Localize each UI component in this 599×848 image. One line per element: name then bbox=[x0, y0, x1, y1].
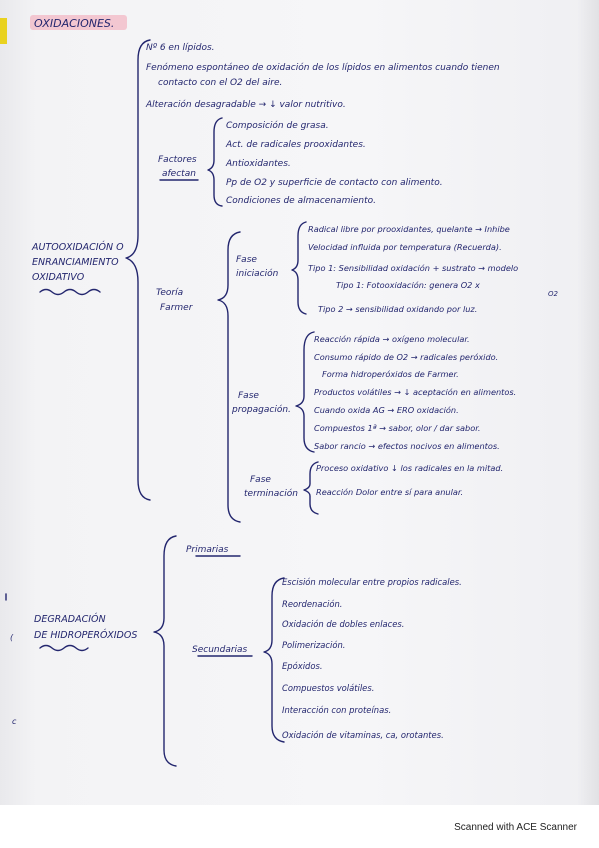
bullet-1: Nº 6 en lípidos. bbox=[146, 43, 215, 53]
section2-label-line1: DEGRADACIÓN bbox=[34, 613, 106, 625]
phase2-brace bbox=[295, 331, 315, 453]
section2-label-line2: DE HIDROPERÓXIDOS bbox=[34, 629, 137, 641]
section1-label-line2: ENRANCIAMIENTO bbox=[32, 257, 119, 268]
secundarias-label: Secundarias bbox=[192, 645, 248, 655]
factor-item-5: Condiciones de almacenamiento. bbox=[226, 196, 376, 206]
phase1-item-4: Tipo 1: Fotooxidación: genera O2 x bbox=[336, 280, 480, 290]
page-title: OXIDACIONES. bbox=[34, 17, 114, 30]
title-highlight bbox=[30, 15, 127, 30]
phase1-label-line2: iniciación bbox=[236, 268, 279, 279]
bullet-3: Alteración desagradable → ↓ valor nutrit… bbox=[145, 99, 346, 110]
secundarias-item-6: Compuestos volátiles. bbox=[282, 683, 374, 693]
secundarias-item-3: Oxidación de dobles enlaces. bbox=[282, 619, 404, 629]
phase1-item-5: Tipo 2 → sensibilidad oxidando por luz. bbox=[318, 304, 477, 314]
theory-label-line2: Farmer bbox=[160, 303, 194, 313]
factor-item-3: Antioxidantes. bbox=[225, 159, 291, 169]
handwritten-notes: OXIDACIONES. AUTOOXIDACIÓN O ENRANCIAMIE… bbox=[0, 15, 559, 767]
phase2-item-3: Forma hidroperóxidos de Farmer. bbox=[322, 369, 459, 379]
factors-label-line1: Factores bbox=[158, 155, 197, 165]
secundarias-brace bbox=[263, 577, 285, 743]
phase1-item-3: Tipo 1: Sensibilidad oxidación + sustrat… bbox=[308, 263, 518, 273]
phase1-brace bbox=[291, 221, 307, 315]
scanned-page bbox=[0, 0, 599, 805]
section1-label-line3: OXIDATIVO bbox=[32, 272, 85, 283]
secundarias-item-2: Reordenación. bbox=[282, 599, 342, 609]
phase3-item-2: Reacción Dolor entre sí para anular. bbox=[316, 487, 463, 497]
theory-brace bbox=[217, 231, 241, 523]
scanner-watermark: Scanned with ACE Scanner bbox=[454, 822, 577, 833]
theory-label-line1: Teoría bbox=[156, 288, 183, 298]
yellow-tab bbox=[0, 18, 7, 44]
phase2-item-6: Compuestos 1ª → sabor, olor / dar sabor. bbox=[314, 423, 480, 433]
phase1-label-line1: Fase bbox=[236, 255, 257, 265]
factor-item-1: Composición de grasa. bbox=[226, 120, 329, 131]
factors-label-line2: afectan bbox=[162, 169, 196, 179]
phase1-mark: O2 bbox=[548, 290, 559, 298]
secundarias-item-4: Polimerización. bbox=[282, 640, 345, 650]
phase3-item-1: Proceso oxidativo ↓ los radicales en la … bbox=[316, 463, 503, 473]
margin-mark-3: c bbox=[12, 717, 17, 726]
phase3-brace bbox=[303, 461, 319, 515]
secundarias-item-7: Interacción con proteínas. bbox=[282, 705, 391, 715]
bullet-2-cont: contacto con el O2 del aire. bbox=[158, 78, 282, 88]
phase3-label-line1: Fase bbox=[250, 475, 271, 485]
section1-underline bbox=[39, 288, 101, 296]
phase2-item-4: Productos volátiles → ↓ aceptación en al… bbox=[314, 387, 516, 397]
phase3-label-line2: terminación bbox=[244, 488, 298, 499]
section2-underline bbox=[39, 644, 89, 652]
section1-label-line1: AUTOOXIDACIÓN O bbox=[31, 241, 124, 253]
phase1-item-2: Velocidad influida por temperatura (Recu… bbox=[308, 242, 502, 252]
phase2-item-5: Cuando oxida AG → ERO oxidación. bbox=[314, 405, 459, 415]
phase2-label-line2: propagación. bbox=[231, 404, 291, 415]
phase1-item-1: Radical libre por prooxidantes, quelante… bbox=[308, 224, 510, 234]
section1-brace bbox=[125, 39, 151, 501]
factors-brace bbox=[207, 117, 223, 207]
factor-item-2: Act. de radicales prooxidantes. bbox=[225, 140, 366, 150]
primarias-label: Primarias bbox=[186, 545, 229, 555]
bullet-2: Fenómeno espontáneo de oxidación de los … bbox=[146, 62, 500, 73]
page-shadow bbox=[577, 0, 599, 805]
phase2-item-1: Reacción rápida → oxígeno molecular. bbox=[314, 334, 470, 344]
secundarias-item-8: Oxidación de vitaminas, ca, orotantes. bbox=[282, 730, 444, 740]
section2-brace bbox=[153, 535, 177, 767]
factor-item-4: Pp de O2 y superficie de contacto con al… bbox=[226, 178, 443, 188]
phase2-item-7: Sabor rancio → efectos nocivos en alimen… bbox=[314, 441, 500, 451]
phase2-label-line1: Fase bbox=[238, 391, 259, 401]
secundarias-item-1: Escisión molecular entre propios radical… bbox=[282, 577, 462, 587]
phase2-item-2: Consumo rápido de O2 → radicales peróxid… bbox=[314, 352, 498, 362]
margin-mark-2: ( bbox=[10, 633, 14, 642]
secundarias-item-5: Epóxidos. bbox=[282, 661, 322, 671]
